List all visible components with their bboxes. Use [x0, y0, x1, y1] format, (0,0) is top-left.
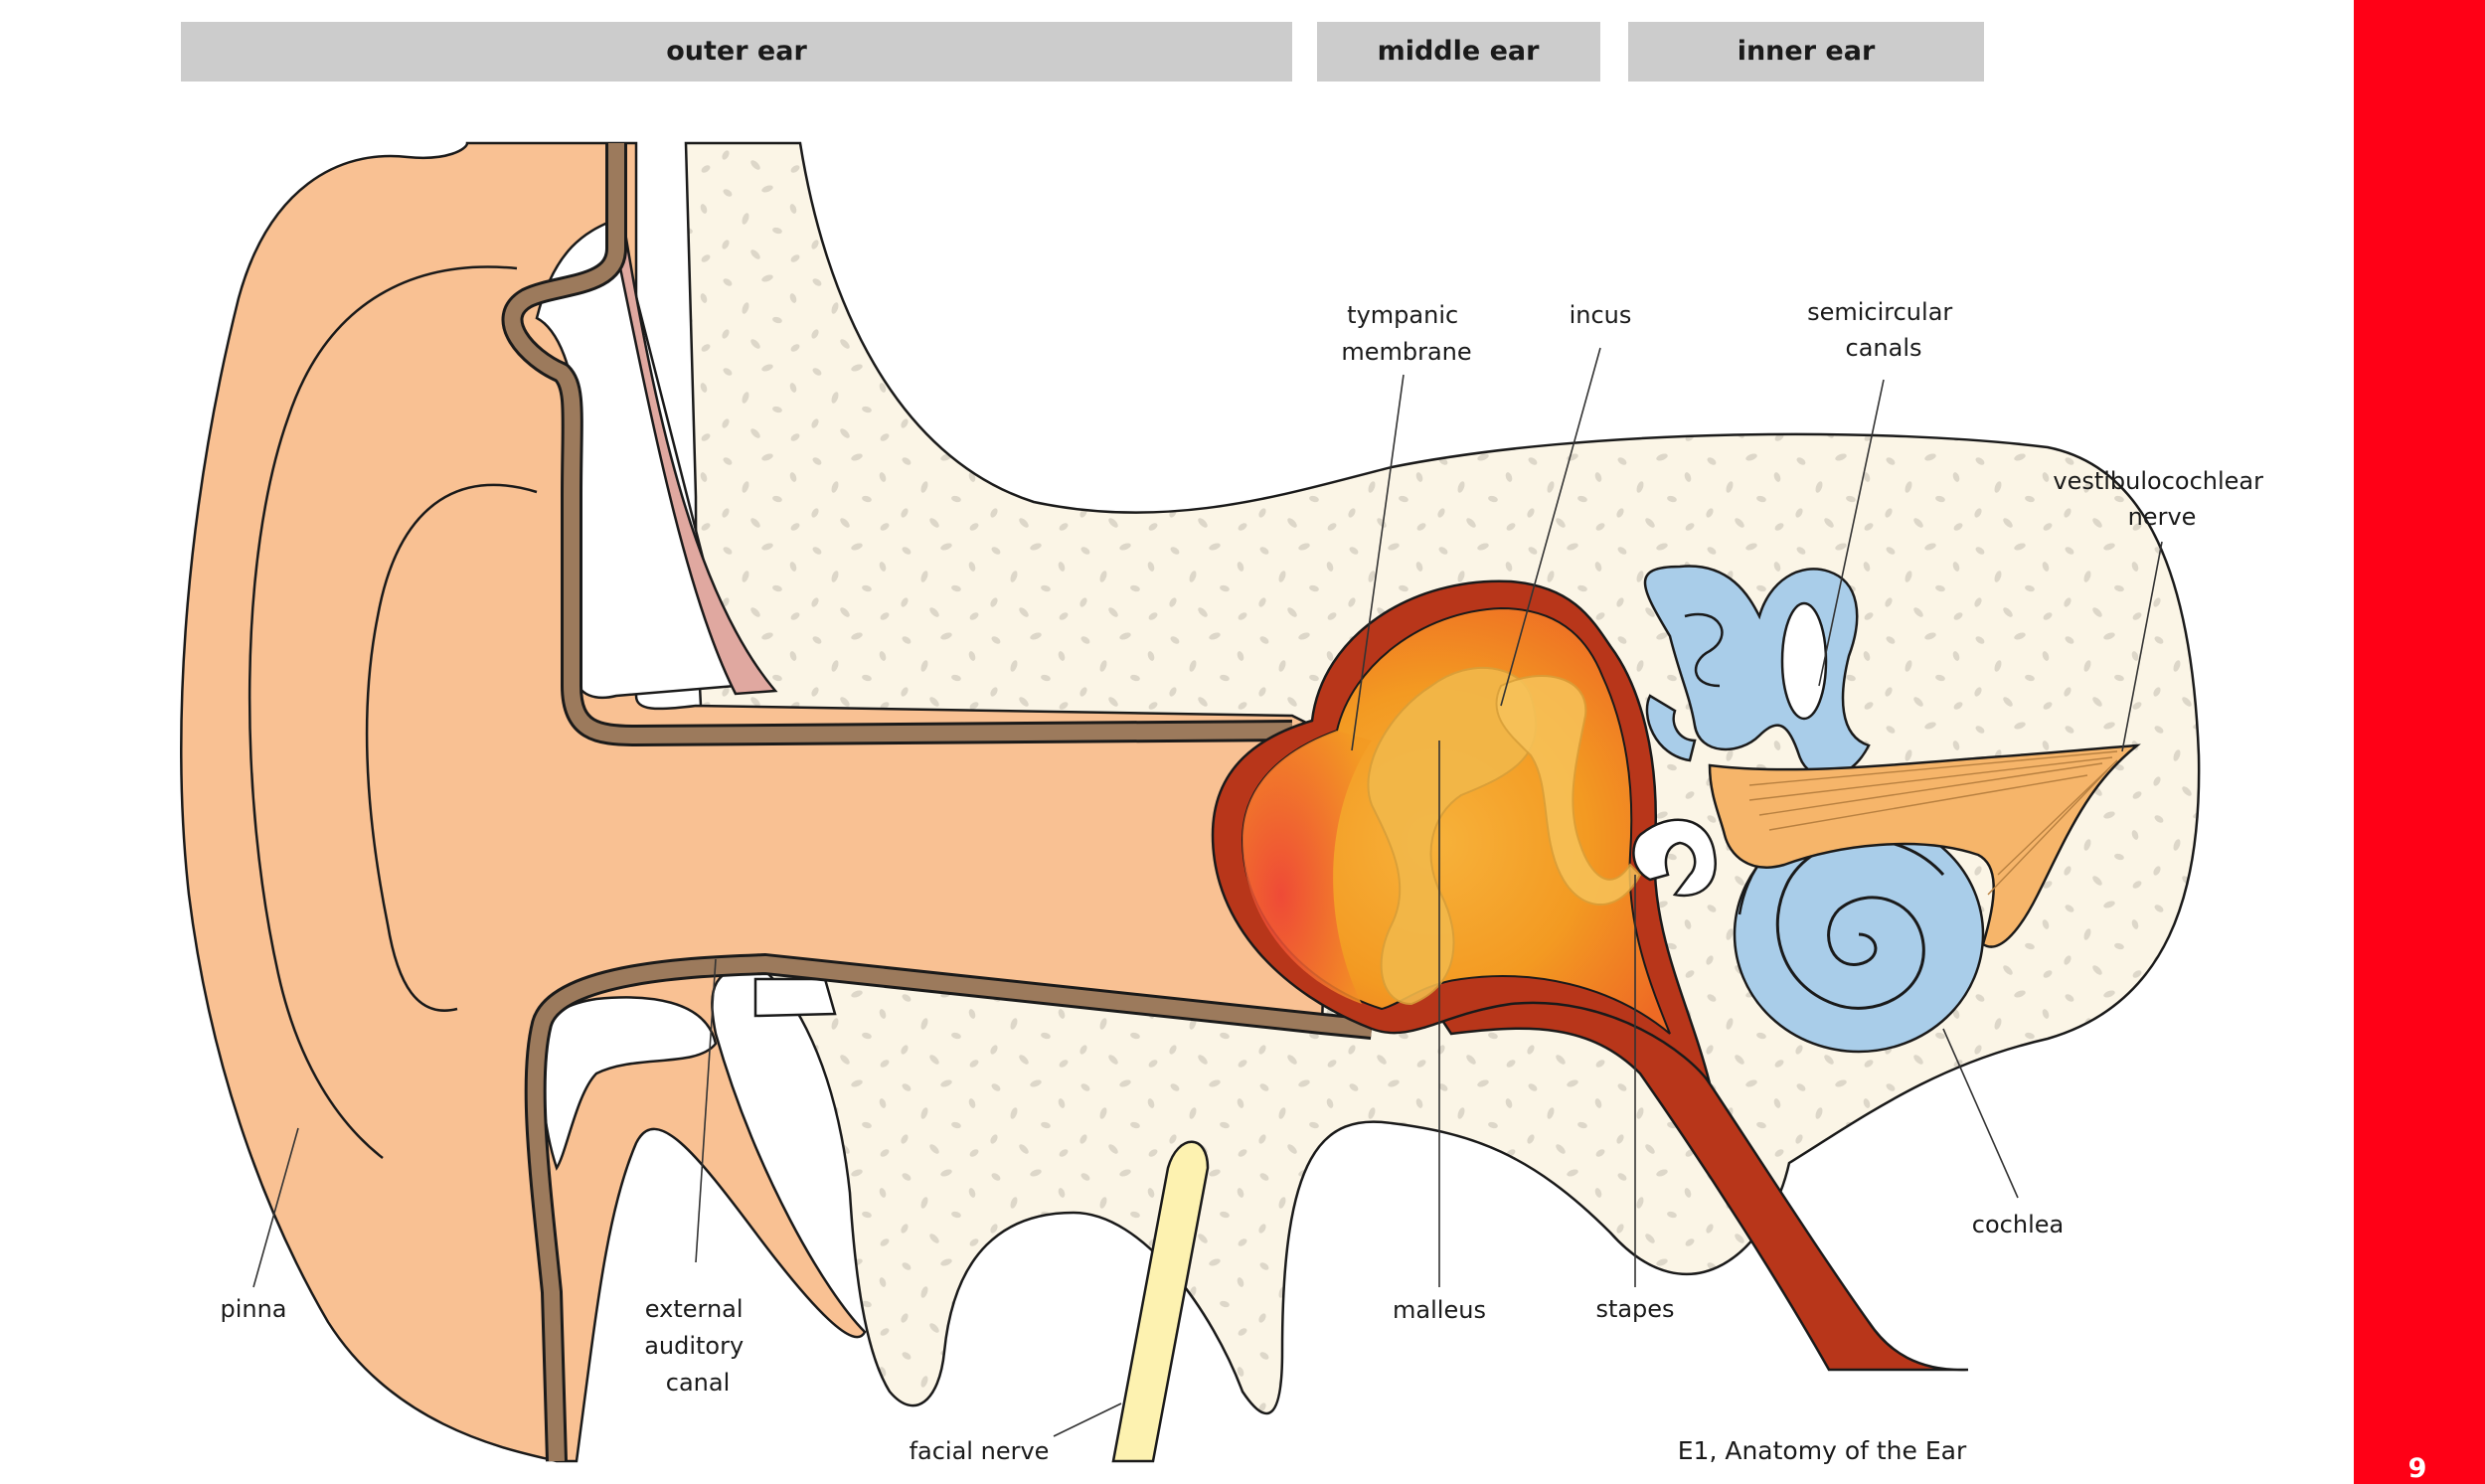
- tympanic-membrane-shape: [1242, 731, 1372, 1004]
- label-incus: incus: [1570, 301, 1632, 329]
- canal-wall-lower-fill: [527, 956, 1373, 1462]
- leader-tympanic-membrane: [1351, 374, 1405, 751]
- leader-cochlea: [1942, 1028, 2019, 1199]
- figure-caption: E1, Anatomy of the Ear: [1678, 1436, 1967, 1465]
- canal-wall-upper-fill: [504, 143, 1293, 743]
- label-facial-nerve: facial nerve: [910, 1437, 1050, 1465]
- skin-strip: [614, 236, 778, 696]
- pinna-fold-outer: [248, 265, 518, 1159]
- label-external-auditory-canal-line2: auditory: [644, 1332, 744, 1360]
- label-tympanic-membrane: tympanic membrane: [1341, 301, 1471, 366]
- upper-air-gap: [535, 217, 738, 700]
- facial-nerve-shape: [1111, 1140, 1210, 1463]
- header-middle-ear-label: middle ear: [1378, 36, 1541, 67]
- nerve-fibers: [1748, 750, 2118, 896]
- leader-semicircular-canals: [1818, 379, 1885, 687]
- leader-facial-nerve: [1053, 1402, 1122, 1437]
- label-semicircular-canals-line1: semicircular: [1807, 298, 1952, 326]
- leader-incus: [1500, 347, 1601, 707]
- label-tympanic-membrane-line1: tympanic: [1347, 301, 1458, 329]
- label-semicircular-canals: semicircular canals: [1807, 298, 1960, 362]
- label-stapes: stapes: [1595, 1295, 1674, 1323]
- leader-pinna: [252, 1127, 299, 1288]
- pinna-fold-inner: [365, 483, 538, 1012]
- header-middle-ear: [1317, 22, 1600, 82]
- header-inner-ear: [1628, 22, 1984, 82]
- lower-air-gap: [540, 996, 718, 1171]
- header-inner-ear-label: inner ear: [1738, 36, 1876, 67]
- label-vestibulocochlear-nerve: vestibulocochlear nerve: [2053, 467, 2270, 531]
- page-number: 9: [2408, 1453, 2427, 1484]
- label-external-auditory-canal-line1: external: [645, 1295, 744, 1323]
- vestibulocochlear-nerve-shape: [1708, 743, 2141, 948]
- header-outer-ear-label: outer ear: [666, 36, 807, 67]
- side-bar: [2354, 0, 2485, 1484]
- label-external-auditory-canal: external auditory canal: [644, 1295, 751, 1397]
- leader-external-auditory-canal: [695, 958, 717, 1263]
- semicircular-canals-shape: [1643, 565, 1871, 778]
- header-outer-ear: [181, 22, 1292, 82]
- stapes-shape: [1632, 818, 1718, 898]
- label-malleus: malleus: [1393, 1296, 1486, 1324]
- label-cochlea: cochlea: [1972, 1211, 2064, 1238]
- label-semicircular-canals-line2: canals: [1846, 334, 1922, 362]
- label-external-auditory-canal-line3: canal: [666, 1369, 731, 1397]
- pinna-skin: [180, 141, 1334, 1463]
- label-pinna: pinna: [220, 1295, 286, 1323]
- label-vestibulocochlear-nerve-line1: vestibulocochlear: [2053, 467, 2263, 495]
- label-vestibulocochlear-nerve-line2: nerve: [2128, 503, 2197, 531]
- label-tympanic-membrane-line2: membrane: [1341, 338, 1471, 366]
- incus-shape: [1495, 675, 1642, 906]
- canal-air-notch: [753, 977, 837, 1018]
- leader-vestibulocochlear-nerve: [2121, 541, 2163, 752]
